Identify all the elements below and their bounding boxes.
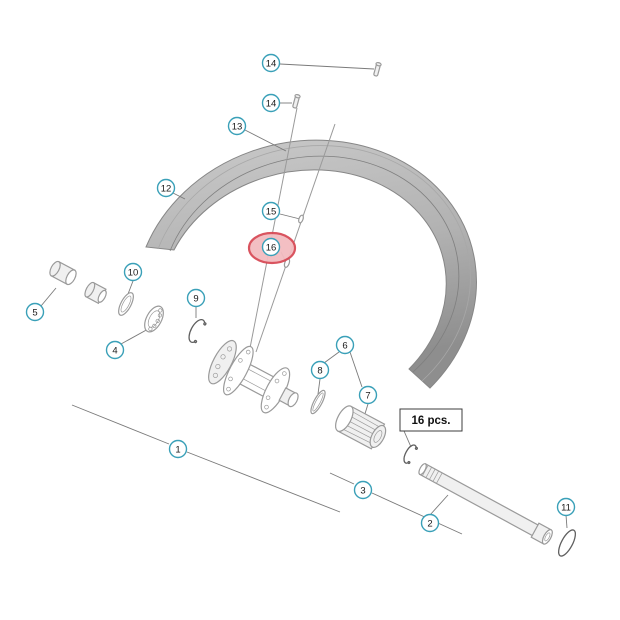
callout-4: 4 (105, 340, 125, 360)
leader-13 (244, 129, 287, 152)
bearing (144, 305, 164, 333)
leader-6-to-8 (323, 351, 340, 364)
callout-14-top: 14 (261, 53, 281, 73)
callout-label: 16 (266, 243, 277, 254)
snap-ring-axle (403, 444, 418, 465)
leader-6-to-7 (349, 351, 363, 388)
callout-10: 10 (123, 262, 143, 282)
callout-6: 6 (335, 335, 355, 355)
callout-16-highlighted: 16 (261, 237, 281, 257)
leader-5 (40, 287, 57, 307)
leader-lines (40, 63, 568, 535)
o-ring-small (310, 389, 326, 415)
callout-13: 13 (227, 116, 247, 136)
callout-circle (227, 116, 247, 136)
callout-label: 1 (175, 445, 180, 456)
assembly-line-1 (71, 404, 341, 513)
note-label: 16 pcs. (412, 415, 451, 427)
callout-label: 2 (427, 519, 432, 530)
callout-circle (261, 237, 281, 257)
spoke-nipple-b (292, 94, 301, 109)
callout-label: 14 (266, 99, 277, 110)
cone-spacer (84, 281, 107, 305)
callout-label: 8 (317, 366, 322, 377)
axle-end-cap (49, 260, 77, 286)
note-16pcs: 16 pcs. (399, 408, 463, 432)
leader-15 (279, 213, 301, 220)
wheel-rim (145, 139, 477, 389)
callout-circle (261, 201, 281, 221)
callout-2: 2 (420, 513, 440, 533)
leader-8 (317, 378, 321, 395)
callout-circle (156, 178, 176, 198)
callout-9: 9 (186, 288, 206, 308)
o-ring-axle (557, 529, 577, 557)
hub-body (208, 339, 299, 414)
callout-circle (310, 360, 330, 380)
callout-circle (186, 288, 206, 308)
callout-8: 8 (310, 360, 330, 380)
leader-14-top (279, 63, 375, 70)
callout-label: 10 (128, 268, 139, 279)
callout-15: 15 (261, 201, 281, 221)
callout-11: 11 (556, 497, 576, 517)
assembly-line-3 (329, 472, 463, 535)
callout-12: 12 (156, 178, 176, 198)
callout-label: 6 (342, 341, 347, 352)
leader-12 (172, 192, 186, 200)
callout-label: 15 (266, 207, 277, 218)
callout-3: 3 (353, 480, 373, 500)
callout-circle (420, 513, 440, 533)
snap-ring-hub (188, 318, 207, 344)
callout-label: 13 (232, 122, 243, 133)
callout-label: 9 (193, 294, 198, 305)
leader-16pcs (403, 430, 412, 448)
callout-circle (358, 385, 378, 405)
callout-label: 5 (32, 308, 37, 319)
callout-circle (556, 497, 576, 517)
callout-7: 7 (358, 385, 378, 405)
callout-label: 11 (561, 503, 571, 514)
callout-circle (105, 340, 125, 360)
callout-circle (168, 439, 188, 459)
callout-circle (123, 262, 143, 282)
callout-circle (353, 480, 373, 500)
leader-4 (120, 327, 151, 345)
rim-contour-outer (157, 145, 471, 382)
freehub-body (335, 405, 387, 450)
callout-circle (25, 302, 45, 322)
spoke-line-b (255, 123, 336, 353)
callout-label: 14 (266, 59, 277, 70)
leader-2 (429, 494, 449, 516)
rim-contour-inner (169, 155, 460, 373)
seal-ring (118, 292, 134, 316)
callout-circle (261, 93, 281, 113)
leader-11 (565, 514, 568, 529)
note-box (399, 408, 463, 432)
spoke-washer-15 (298, 214, 304, 224)
callout-circle (335, 335, 355, 355)
callout-label: 4 (112, 346, 117, 357)
callout-5: 5 (25, 302, 45, 322)
callout-14-mid: 14 (261, 93, 281, 113)
callout-label: 3 (360, 486, 365, 497)
callout-label: 12 (161, 184, 172, 195)
spoke-nipple-a (373, 62, 382, 77)
spoke-line-a (249, 107, 298, 349)
leader-10 (127, 280, 134, 295)
thru-axle (418, 463, 553, 545)
callout-label: 7 (365, 391, 370, 402)
callout-circle (261, 53, 281, 73)
callout-1: 1 (168, 439, 188, 459)
